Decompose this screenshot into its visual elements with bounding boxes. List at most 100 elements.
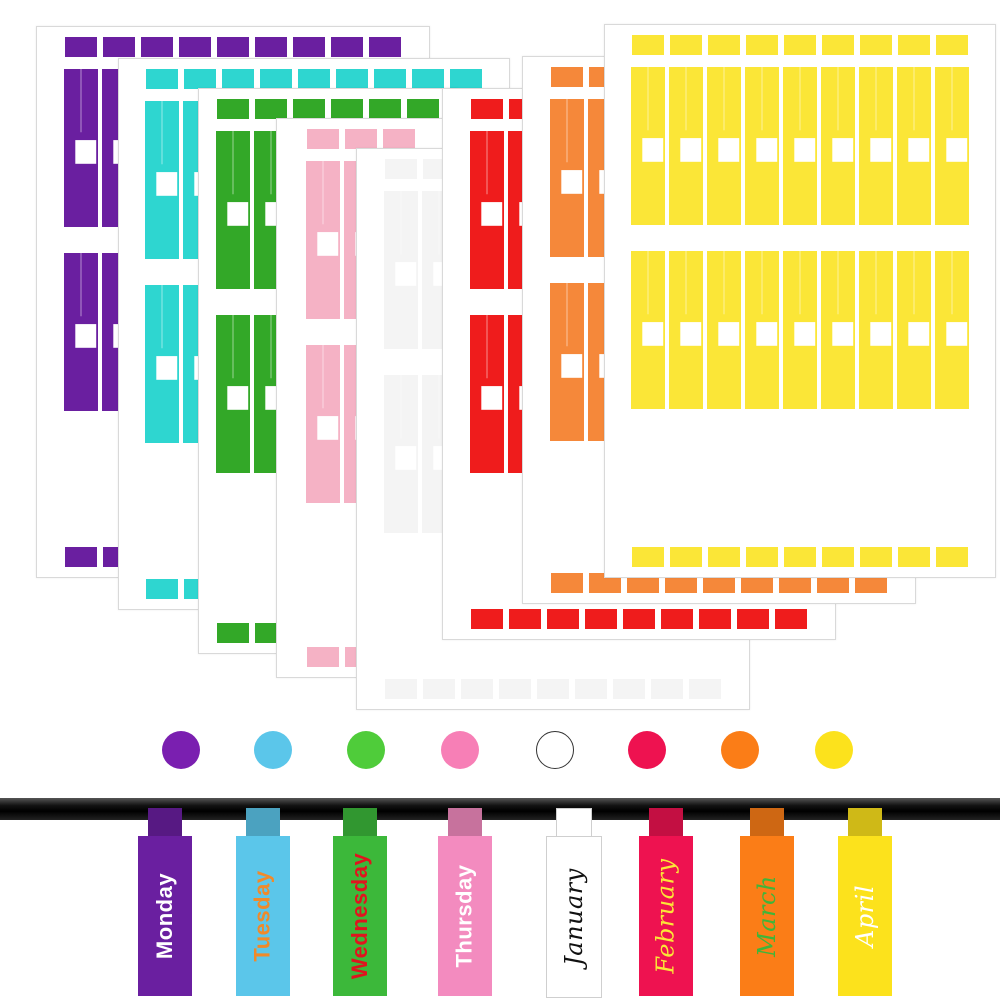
flag-label [897, 67, 931, 225]
small-label [383, 129, 415, 149]
flag-label [550, 283, 584, 441]
flag-label [64, 253, 98, 411]
purple-swatch [162, 731, 200, 769]
flag-label [859, 251, 893, 409]
small-label [936, 547, 968, 567]
flag-label [470, 131, 504, 289]
tag-body: January [546, 836, 602, 998]
small-label [741, 573, 773, 593]
small-label [589, 573, 621, 593]
small-label [217, 99, 249, 119]
flag-label [669, 67, 703, 225]
small-label [784, 35, 816, 55]
small-label [822, 547, 854, 567]
yellow-label-sheet [604, 24, 996, 578]
small-label [141, 37, 173, 57]
small-label [255, 37, 287, 57]
small-label [146, 579, 178, 599]
pink-swatch [441, 731, 479, 769]
small-label [336, 69, 368, 89]
small-label [632, 547, 664, 567]
small-label [898, 547, 930, 567]
flag-label [306, 161, 340, 319]
flag-label [216, 131, 250, 289]
small-label [103, 37, 135, 57]
small-label [699, 609, 731, 629]
small-label [369, 99, 401, 119]
small-label [146, 69, 178, 89]
small-label [703, 573, 735, 593]
flag-label [550, 99, 584, 257]
tag-flap [750, 808, 784, 836]
small-label [471, 99, 503, 119]
small-label [670, 547, 702, 567]
small-label [412, 69, 444, 89]
flag-label [935, 67, 969, 225]
tag-flap [148, 808, 182, 836]
small-label [689, 679, 721, 699]
tag-body: February [639, 836, 693, 996]
small-label [407, 99, 439, 119]
tag-flap [343, 808, 377, 836]
flag-label [631, 251, 665, 409]
flag-label [935, 251, 969, 409]
tag-label: Monday [152, 872, 177, 960]
flag-label [821, 251, 855, 409]
tag-label: Tuesday [250, 870, 275, 962]
small-label [293, 37, 325, 57]
flag-label [897, 251, 931, 409]
small-label [855, 573, 887, 593]
small-label [385, 159, 417, 179]
flag-label [384, 375, 418, 533]
tag-label: January [560, 868, 588, 966]
small-label [374, 69, 406, 89]
small-label [293, 99, 325, 119]
tag-body: March [740, 836, 794, 996]
flag-label [145, 101, 179, 259]
small-label [345, 129, 377, 149]
small-label [936, 35, 968, 55]
small-label [661, 609, 693, 629]
small-label [860, 35, 892, 55]
small-label [575, 679, 607, 699]
tag-flap [246, 808, 280, 836]
small-label [450, 69, 482, 89]
small-label [65, 547, 97, 567]
small-label [784, 547, 816, 567]
flag-label [859, 67, 893, 225]
yellow-swatch [815, 731, 853, 769]
flag-label [707, 251, 741, 409]
sky-blue-swatch [254, 731, 292, 769]
small-label [708, 35, 740, 55]
small-label [331, 99, 363, 119]
small-label [184, 69, 216, 89]
small-label [509, 609, 541, 629]
small-label [547, 609, 579, 629]
small-label [551, 573, 583, 593]
flag-label [783, 251, 817, 409]
orange-swatch [721, 731, 759, 769]
tag-label: April [851, 884, 879, 948]
small-label [260, 69, 292, 89]
flag-label [306, 345, 340, 503]
small-label [817, 573, 849, 593]
small-label [708, 547, 740, 567]
label-pattern [631, 35, 969, 567]
small-label [222, 69, 254, 89]
small-label [627, 573, 659, 593]
flag-label [783, 67, 817, 225]
small-label [551, 67, 583, 87]
green-swatch [347, 731, 385, 769]
small-label [779, 573, 811, 593]
tag-body: Tuesday [236, 836, 290, 996]
small-label [499, 679, 531, 699]
flag-label [745, 251, 779, 409]
small-label [585, 609, 617, 629]
tag-label: February [652, 858, 680, 974]
small-label [331, 37, 363, 57]
flag-label [669, 251, 703, 409]
small-label [623, 609, 655, 629]
small-label [822, 35, 854, 55]
small-label [217, 623, 249, 643]
flag-label [631, 67, 665, 225]
